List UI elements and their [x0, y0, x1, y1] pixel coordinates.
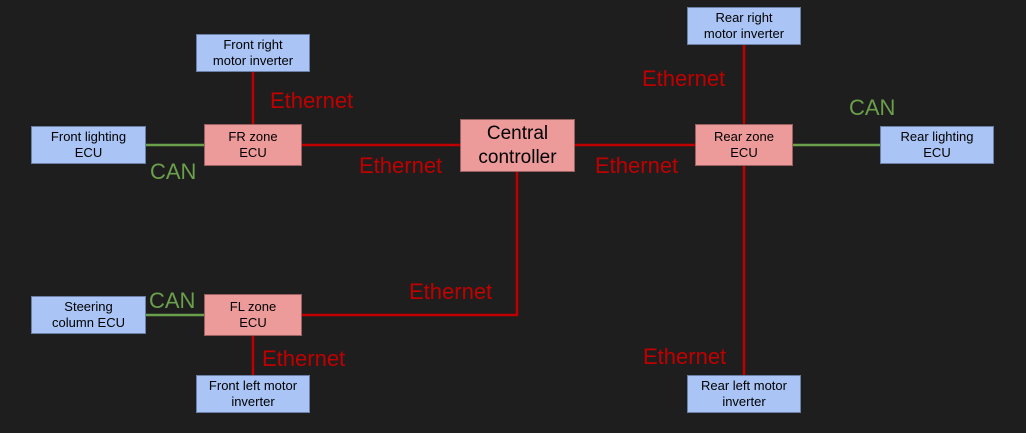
can-label-rear-lighting: CAN: [849, 95, 896, 120]
rear-right-motor-inverter-node: Rear right motor inverter: [687, 7, 801, 45]
front-left-motor-inverter-node: Front left motor inverter: [196, 375, 310, 413]
fl-zone-ecu-node: FL zone ECU: [204, 294, 302, 336]
front-lighting-ecu-node: Front lighting ECU: [31, 126, 146, 164]
ethernet-label-rear-left-motor: Ethernet: [643, 344, 727, 369]
ethernet-label-central-rear: Ethernet: [595, 153, 679, 178]
rear-lighting-ecu-node: Rear lighting ECU: [880, 126, 994, 164]
ethernet-label-central-fr: Ethernet: [359, 153, 443, 178]
ethernet-label-central-fl: Ethernet: [409, 279, 493, 304]
eth-line-central-fl: [302, 172, 519, 317]
can-label-steering: CAN: [149, 288, 196, 313]
central-controller-node: Central controller: [460, 119, 575, 172]
rear-left-motor-inverter-node: Rear left motor inverter: [687, 375, 801, 413]
ethernet-label-fr-motor: Ethernet: [270, 88, 354, 113]
fr-zone-ecu-node: FR zone ECU: [204, 124, 302, 166]
rear-zone-ecu-node: Rear zone ECU: [695, 124, 793, 166]
steering-column-ecu-node: Steering column ECU: [31, 296, 146, 334]
ethernet-label-rear-right-motor: Ethernet: [642, 66, 726, 91]
front-right-motor-inverter-node: Front right motor inverter: [196, 34, 310, 72]
ethernet-label-fl-motor: Ethernet: [262, 346, 346, 371]
can-label-front-lighting: CAN: [150, 159, 197, 184]
